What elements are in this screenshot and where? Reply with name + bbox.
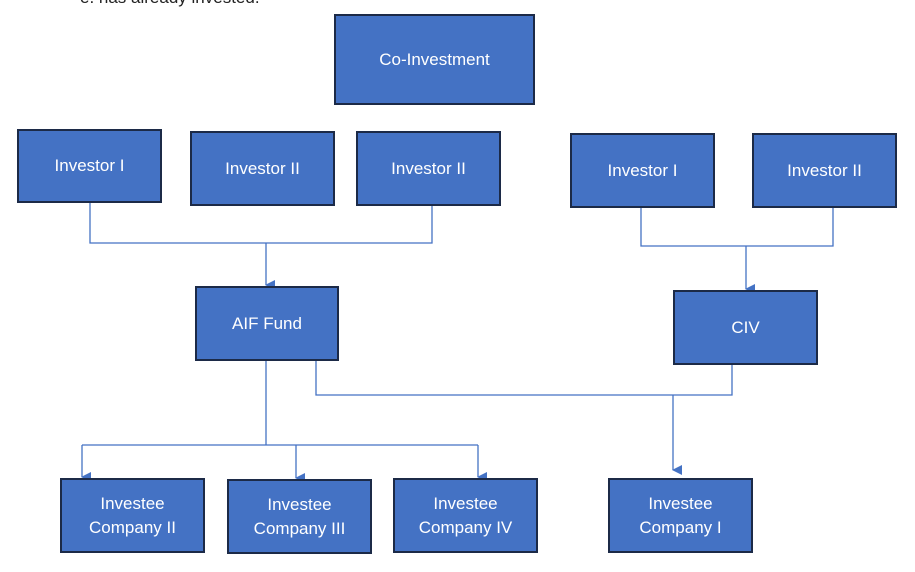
node-investee-company-1: Investee Company I (608, 478, 753, 553)
node-investee-company-3: Investee Company III (227, 479, 372, 554)
node-investee-company-4: Investee Company IV (393, 478, 538, 553)
cut-off-caption: e. has already invested. (80, 0, 260, 8)
node-investee-company-2: Investee Company II (60, 478, 205, 553)
node-investor-2-left-a: Investor II (190, 131, 335, 206)
node-investor-1-right: Investor I (570, 133, 715, 208)
connector-aif-civ (315, 360, 733, 396)
node-co-investment: Co-Investment (334, 14, 535, 105)
node-investor-2-right: Investor II (752, 133, 897, 208)
node-investor-2-left-b: Investor II (356, 131, 501, 206)
node-investor-1-left: Investor I (17, 129, 162, 203)
node-aif-fund: AIF Fund (195, 286, 339, 361)
node-civ: CIV (673, 290, 818, 365)
connector-left-investors (89, 203, 433, 244)
connector-right-investors (640, 207, 834, 247)
